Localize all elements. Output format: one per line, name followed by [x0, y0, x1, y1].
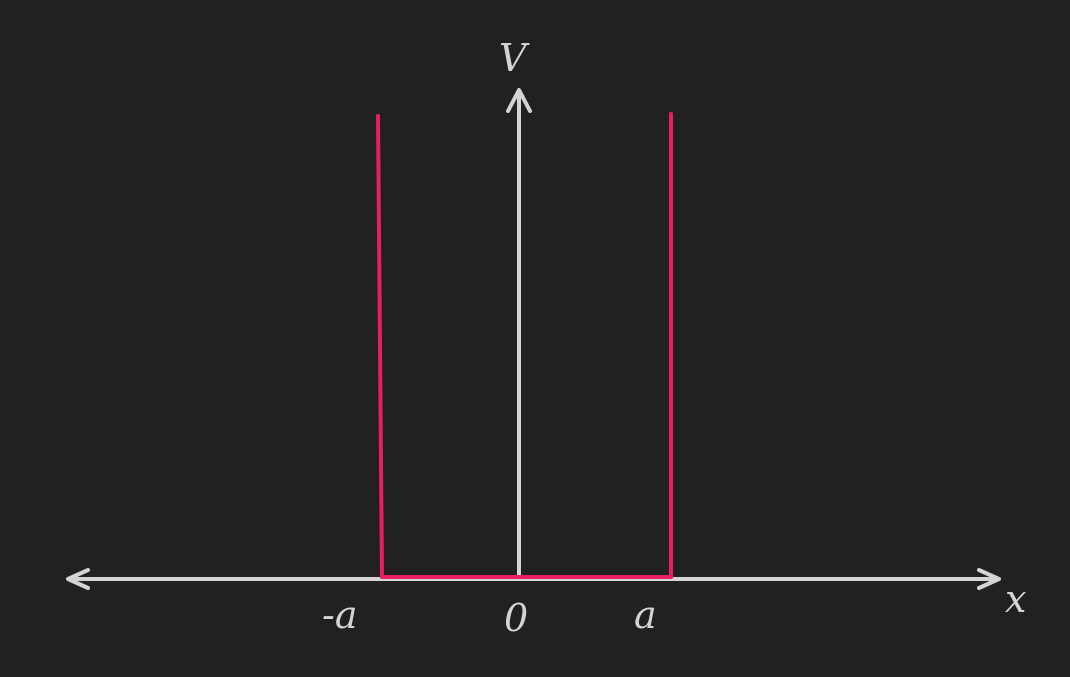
left-wall-label: -a	[322, 593, 358, 637]
x-axis-right-arrowhead	[977, 568, 1001, 590]
x-axis-left-arrowhead	[66, 568, 90, 590]
x-axis-label: x	[1005, 577, 1026, 621]
potential-well	[376, 112, 673, 579]
y-axis-label: V	[499, 36, 530, 80]
y-axis-arrowhead	[506, 88, 532, 113]
left-wall	[376, 114, 384, 579]
right-wall-label: a	[634, 593, 657, 637]
y-axis	[506, 88, 532, 578]
origin-label: 0	[504, 596, 528, 640]
